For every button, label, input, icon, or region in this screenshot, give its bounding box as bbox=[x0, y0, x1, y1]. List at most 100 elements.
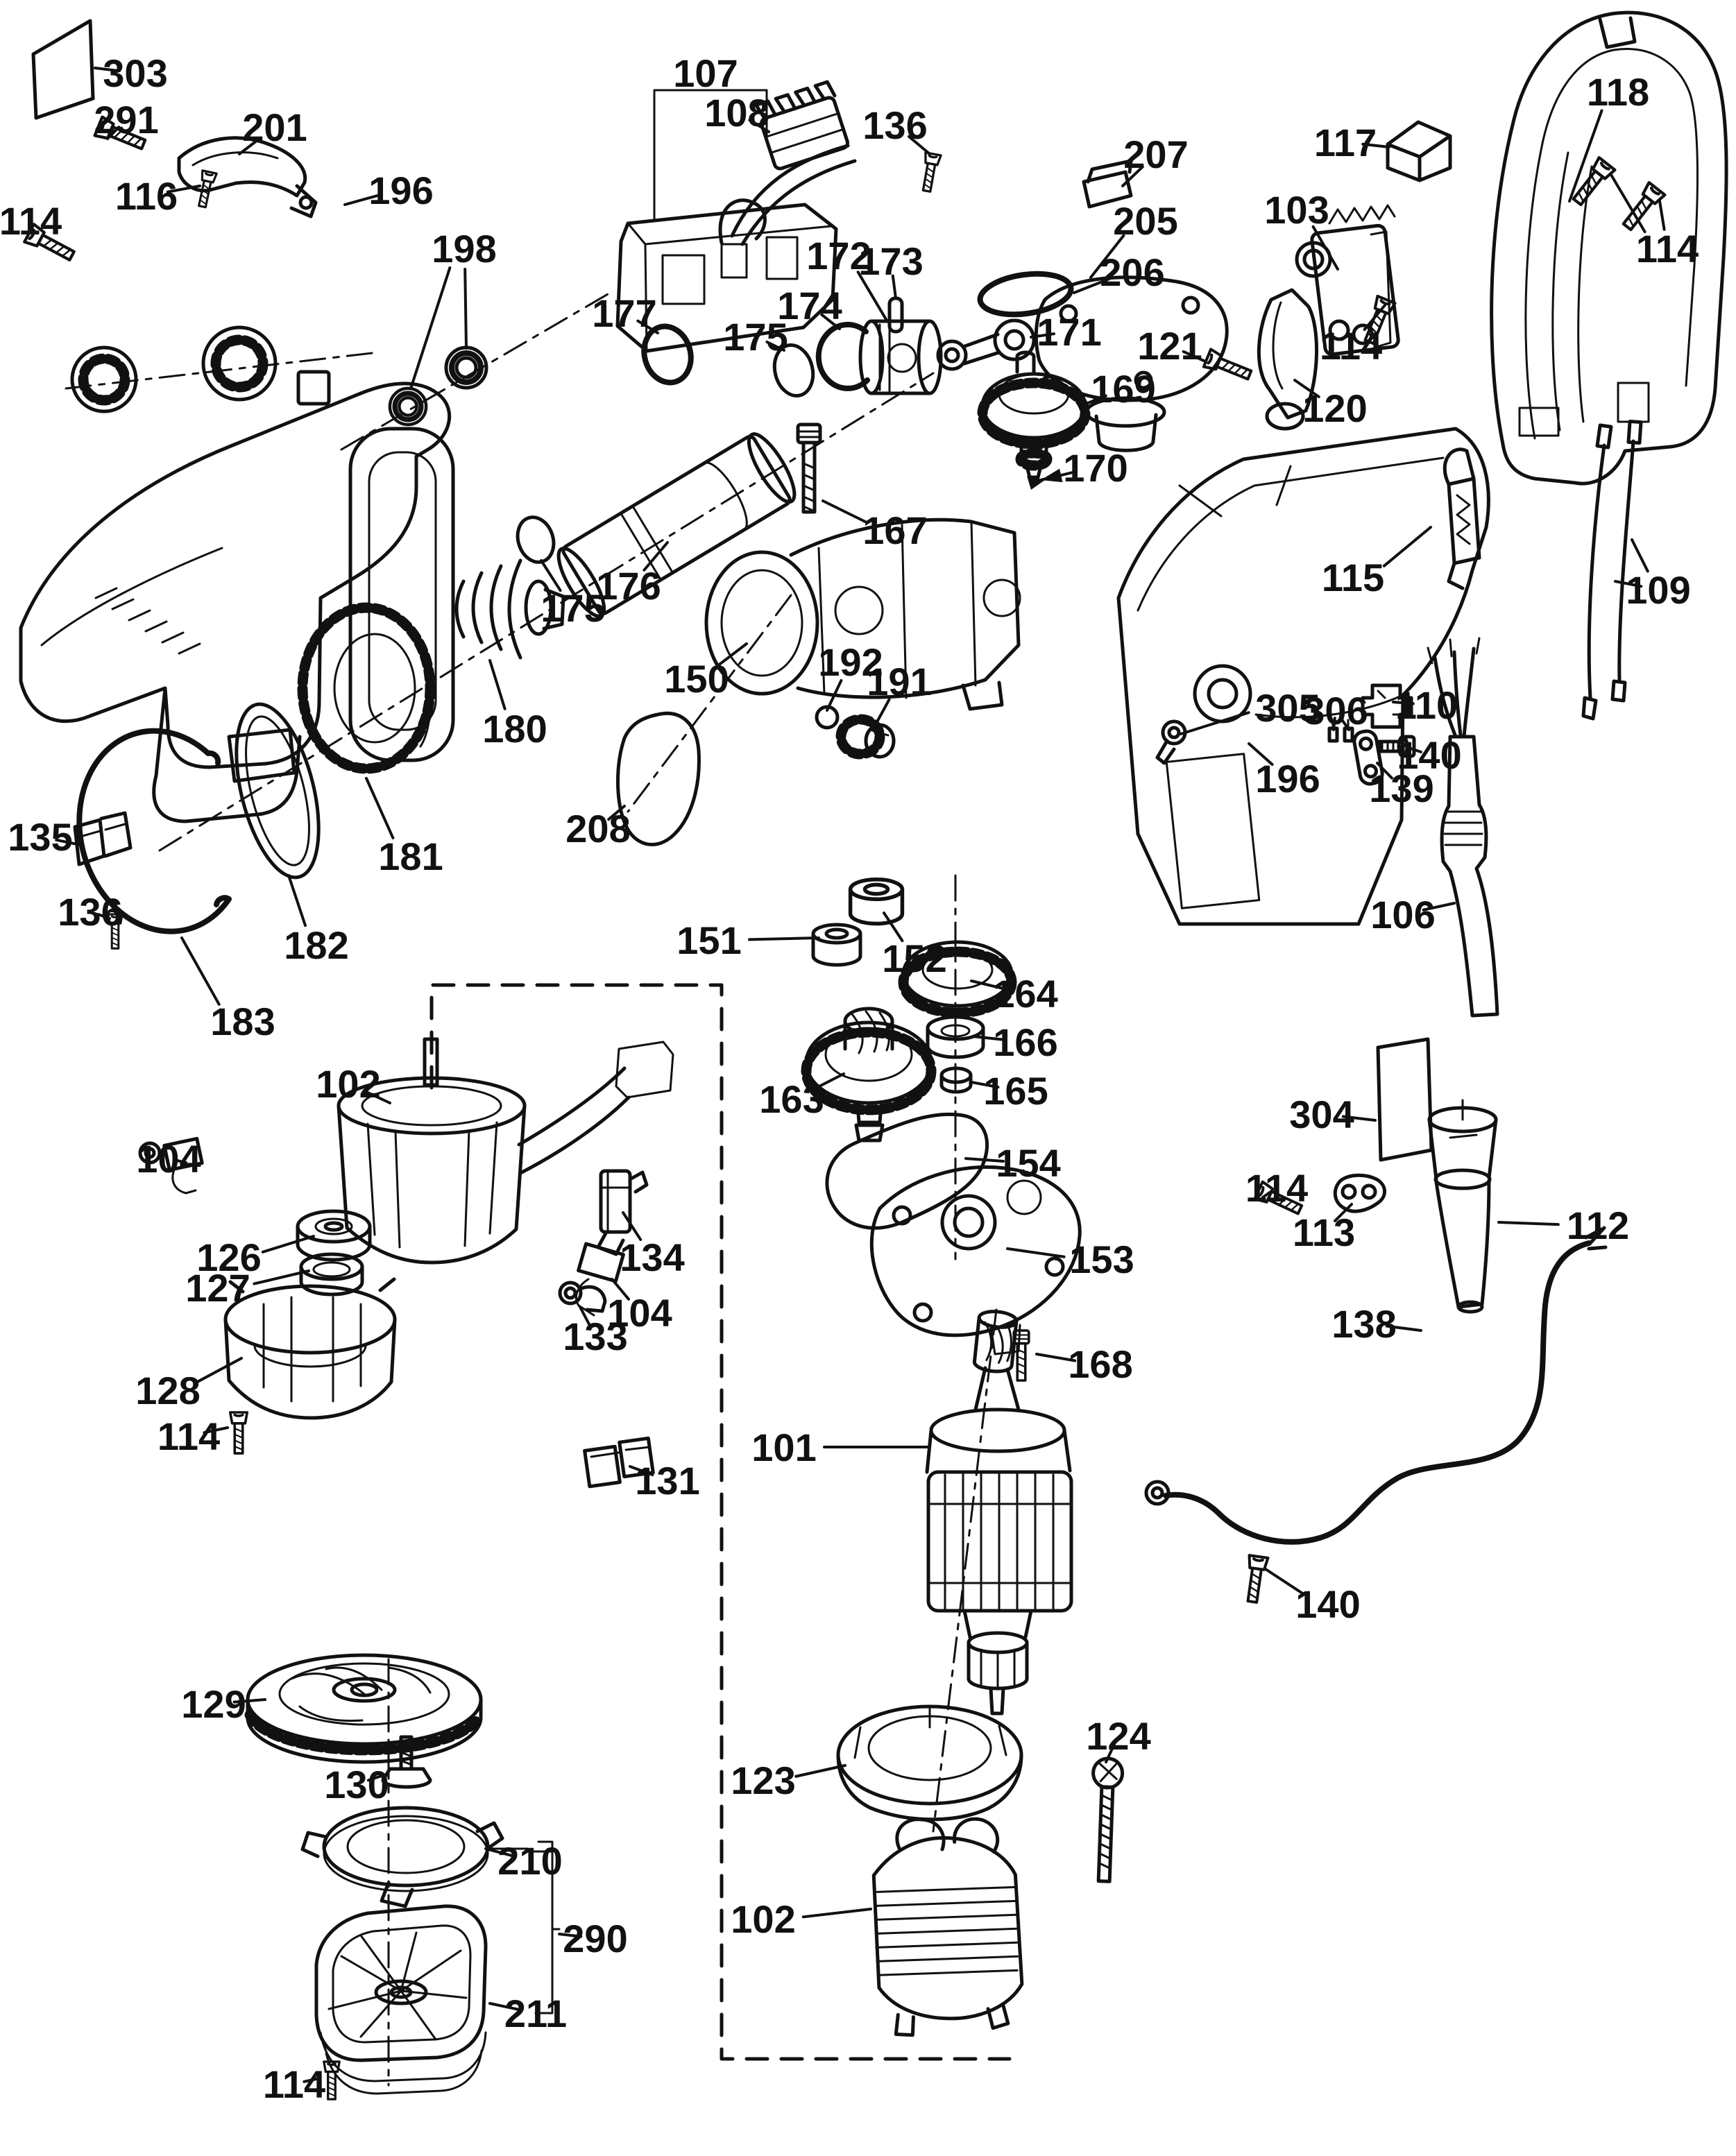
part-152-bearing bbox=[851, 880, 903, 924]
part-196-housing-right bbox=[1116, 427, 1490, 926]
part-108-connector bbox=[754, 80, 849, 171]
leader-line-192 bbox=[826, 678, 843, 712]
part-208-gasket bbox=[616, 712, 701, 846]
part-label-176: 176 bbox=[596, 564, 661, 608]
leader-line-133 bbox=[579, 1306, 591, 1326]
part-113-cord-clamp bbox=[1333, 1173, 1386, 1213]
part-label-120: 120 bbox=[1302, 386, 1367, 430]
part-210-retainer-ring bbox=[300, 1806, 504, 1908]
part-177-oring bbox=[641, 323, 694, 386]
leader-line-291 bbox=[106, 126, 121, 140]
part-110-insulator-block bbox=[1361, 683, 1413, 729]
leader-line-126 bbox=[261, 1235, 315, 1254]
leader-line-201 bbox=[238, 136, 262, 155]
leader-line-123 bbox=[794, 1764, 846, 1778]
part-label-115: 115 bbox=[1322, 556, 1384, 599]
part-label-165: 165 bbox=[983, 1069, 1048, 1113]
motor-section-boundary bbox=[429, 983, 1012, 2061]
bracket-290 bbox=[484, 1840, 561, 2014]
leader-line-167 bbox=[822, 499, 868, 524]
part-104-brush-upper bbox=[138, 1136, 204, 1195]
part-112-cord-protector bbox=[1427, 1099, 1498, 1314]
part-label-140-bottom: 140 bbox=[1295, 1582, 1360, 1626]
part-label-138: 138 bbox=[1331, 1302, 1396, 1346]
leader-line-303 bbox=[94, 67, 121, 73]
leader-arrow-170 bbox=[1041, 468, 1063, 483]
part-label-154: 154 bbox=[996, 1141, 1060, 1185]
leader-line-175 bbox=[765, 341, 785, 352]
part-label-130: 130 bbox=[324, 1763, 389, 1806]
part-304-label-plate bbox=[1376, 1037, 1433, 1162]
part-175-oring-a bbox=[772, 343, 815, 397]
part-label-150: 150 bbox=[664, 657, 729, 701]
leader-line-198 bbox=[409, 266, 452, 390]
part-103-switch bbox=[1295, 204, 1400, 357]
centerline-spindle-axis bbox=[158, 372, 935, 852]
leader-line-176 bbox=[643, 541, 669, 572]
part-label-166: 166 bbox=[993, 1020, 1057, 1064]
leader-line-207 bbox=[1121, 165, 1144, 187]
part-139-wire-clamp bbox=[1352, 729, 1384, 786]
part-label-210: 210 bbox=[497, 1839, 562, 1883]
part-label-192: 192 bbox=[818, 640, 883, 684]
part-label-168: 168 bbox=[1068, 1342, 1132, 1386]
leader-line-306 bbox=[1339, 717, 1350, 731]
part-138-ground-wire bbox=[1144, 1226, 1608, 1545]
leader-line-151 bbox=[747, 936, 820, 941]
part-118-handle bbox=[1490, 10, 1728, 486]
leader-line-109 bbox=[1614, 580, 1643, 588]
leader-line-177 bbox=[636, 319, 659, 334]
leader-line-205 bbox=[1089, 234, 1125, 279]
leader-line-129 bbox=[232, 1698, 266, 1704]
leader-line-152 bbox=[883, 912, 904, 943]
part-label-172: 172 bbox=[806, 234, 871, 277]
leader-line-102 bbox=[364, 1090, 391, 1104]
part-label-118: 118 bbox=[1587, 70, 1649, 114]
part-label-151: 151 bbox=[676, 918, 741, 962]
part-label-108: 108 bbox=[704, 91, 769, 135]
part-label-205: 205 bbox=[1113, 199, 1177, 243]
leader-line-198 bbox=[463, 267, 468, 350]
part-136-screw-top bbox=[917, 151, 942, 194]
part-label-196-top: 196 bbox=[368, 169, 433, 212]
part-180-spindle-boot bbox=[454, 558, 565, 660]
part-140-screw-bottom bbox=[1243, 1555, 1268, 1603]
leader-line-114 bbox=[1363, 304, 1386, 332]
part-130-screw bbox=[381, 1735, 432, 1789]
part-label-198: 198 bbox=[432, 227, 496, 271]
part-102-field-bottom bbox=[871, 1817, 1024, 2037]
part-label-102-top: 102 bbox=[316, 1062, 380, 1106]
part-label-114-lower-left: 114 bbox=[158, 1414, 220, 1458]
part-label-208: 208 bbox=[565, 807, 630, 850]
leader-line-136 bbox=[908, 135, 931, 155]
leader-line-154 bbox=[964, 1157, 1005, 1163]
leader-line-114 bbox=[203, 1426, 229, 1435]
part-label-109: 109 bbox=[1626, 568, 1690, 612]
leader-line-110 bbox=[1392, 701, 1415, 705]
part-115-lock-bracket bbox=[1443, 447, 1481, 590]
leader-line-112 bbox=[1497, 1221, 1560, 1226]
part-label-128: 128 bbox=[135, 1369, 200, 1412]
part-label-134: 134 bbox=[620, 1235, 684, 1279]
part-label-171: 171 bbox=[1037, 310, 1101, 354]
leader-line-166 bbox=[971, 1035, 1006, 1041]
leader-line-103 bbox=[1311, 225, 1339, 271]
leader-line-114 bbox=[303, 2077, 321, 2083]
part-120-lock-lever bbox=[1257, 288, 1319, 431]
part-167-bolt bbox=[796, 422, 822, 514]
leader-line-181 bbox=[365, 777, 395, 839]
part-181-clutch bbox=[297, 602, 436, 774]
part-174-circlip bbox=[815, 321, 870, 391]
leader-line-290 bbox=[558, 1933, 583, 1938]
centerline-housing bbox=[65, 351, 380, 390]
leader-line-172 bbox=[856, 271, 888, 322]
part-label-183: 183 bbox=[210, 1000, 275, 1043]
leader-line-104 bbox=[174, 1158, 187, 1164]
leader-line-135 bbox=[55, 838, 82, 846]
leader-line-116 bbox=[166, 185, 201, 194]
part-191-striker-plug bbox=[835, 714, 896, 760]
leader-line-171 bbox=[1030, 332, 1055, 339]
